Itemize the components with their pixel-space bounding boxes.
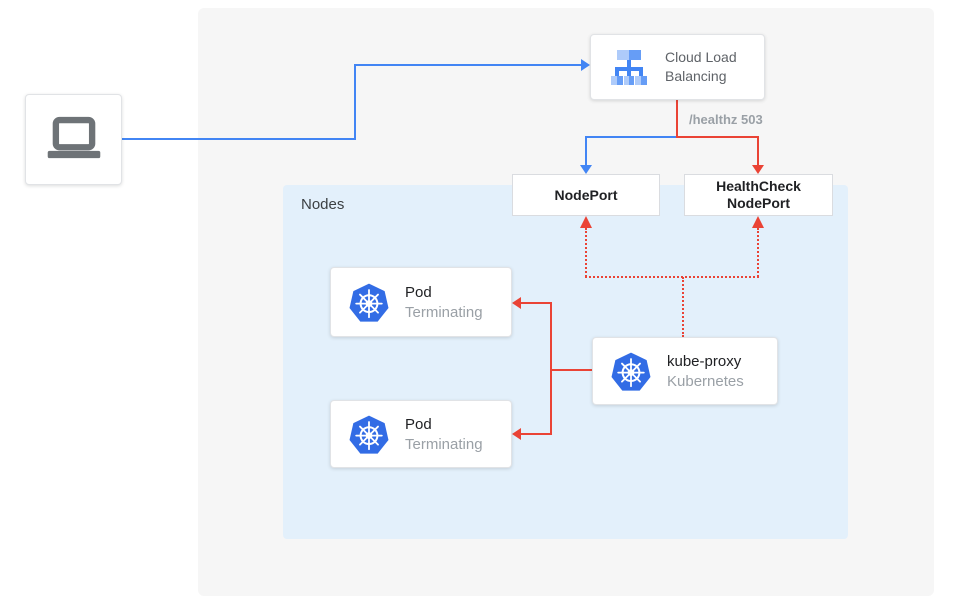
kubeproxy-to-pods-connector-segment — [520, 302, 552, 304]
kube-proxy-card: kube-proxy Kubernetes — [592, 337, 778, 405]
healthcheck-nodeport-label: HealthCheck NodePort — [716, 178, 801, 211]
arrowhead-down-icon — [752, 165, 764, 174]
lb-healthcheck-connector-segment — [676, 136, 759, 138]
arrowhead-left-icon — [512, 297, 521, 309]
arrowhead-up-icon — [580, 216, 592, 228]
kube-proxy-title: kube-proxy — [667, 352, 742, 370]
laptop-icon — [47, 116, 100, 158]
arrowhead-left-icon — [512, 428, 521, 440]
pod-status: Terminating — [405, 435, 483, 453]
healthz-annotation: /healthz 503 — [689, 112, 763, 127]
healthcheck-nodeport-box: HealthCheck NodePort — [684, 174, 833, 216]
cloud-load-balancing-card: Cloud Load Balancing — [590, 34, 765, 100]
pod-card: Pod Terminating — [330, 267, 512, 337]
nodes-panel-label: Nodes — [301, 196, 345, 213]
cloud-load-balancing-label: Cloud Load Balancing — [665, 49, 737, 84]
client-to-lb-connector-segment — [122, 138, 356, 140]
kube-proxy-subtitle: Kubernetes — [667, 372, 744, 390]
lb-healthcheck-connector-segment — [676, 100, 678, 138]
kubernetes-icon — [349, 414, 389, 454]
arrowhead-up-icon — [752, 216, 764, 228]
kubernetes-icon — [349, 282, 389, 322]
kubeproxy-to-nodeports-dotted-segment — [585, 228, 587, 277]
arrowhead-right-icon — [581, 59, 590, 71]
nodeport-label: NodePort — [554, 186, 618, 203]
pod-title: Pod — [405, 283, 432, 301]
kubeproxy-to-nodeports-dotted-segment — [682, 277, 684, 337]
client-to-lb-connector-segment — [354, 64, 356, 140]
nodeport-box: NodePort — [512, 174, 660, 216]
kubeproxy-to-nodeports-dotted-segment — [757, 228, 759, 277]
kubeproxy-to-pods-connector-segment — [550, 302, 552, 435]
load-balancer-icon — [611, 50, 647, 85]
lb-healthcheck-connector-segment — [757, 136, 759, 166]
pod-title: Pod — [405, 415, 432, 433]
client-to-lb-connector-segment — [354, 64, 581, 66]
client-device-card — [25, 94, 122, 185]
kubeproxy-to-pods-connector-segment — [520, 433, 552, 435]
kubeproxy-to-pods-connector-segment — [550, 369, 592, 371]
lb-to-nodeport-connector-segment — [585, 136, 677, 138]
kubeproxy-to-nodeports-dotted-segment — [585, 276, 759, 278]
arrowhead-down-icon — [580, 165, 592, 174]
pod-card: Pod Terminating — [330, 400, 512, 468]
lb-to-nodeport-connector-segment — [585, 136, 587, 166]
kubernetes-icon — [611, 351, 651, 391]
pod-status: Terminating — [405, 303, 483, 321]
